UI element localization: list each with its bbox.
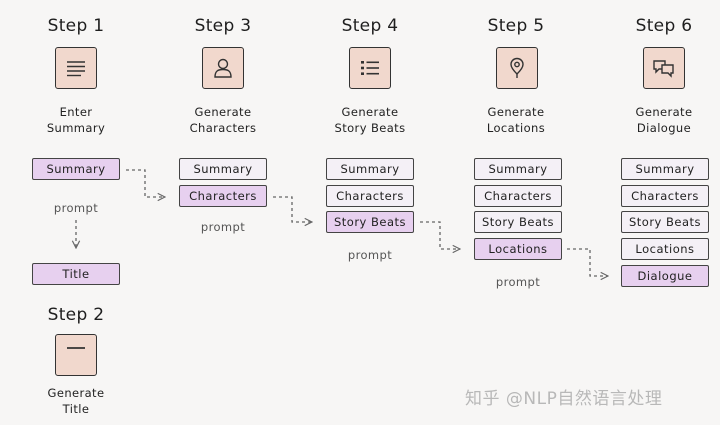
step-2-title-box: Title — [32, 263, 120, 285]
step-3-prompt-label: prompt — [200, 220, 246, 234]
chat-bubbles-icon — [643, 47, 685, 89]
step-3-caption-line-2: Characters — [189, 121, 257, 135]
step-2-caption-line-1: Generate — [47, 386, 105, 400]
step-6-story-beats-box: Story Beats — [621, 211, 709, 233]
step-1-summary-box: Summary — [32, 158, 120, 180]
step-4-prompt-label: prompt — [347, 248, 393, 262]
step-3-characters-box: Characters — [179, 185, 267, 207]
person-icon — [202, 47, 244, 89]
step-1-title: Step 1 — [47, 16, 105, 36]
step-4-summary-box: Summary — [326, 158, 414, 180]
step-5-summary-box: Summary — [474, 158, 562, 180]
step-2-caption-line-2: Title — [62, 402, 90, 416]
step-4-caption-line-1: Generate — [341, 105, 399, 119]
step-5-caption-line-2: Locations — [486, 121, 546, 135]
step-3-summary-box: Summary — [179, 158, 267, 180]
arrow-summary-to-characters — [126, 169, 165, 197]
step-3-caption-line-1: Generate — [194, 105, 252, 119]
step-3-title: Step 3 — [194, 16, 252, 36]
step-5-characters-box: Characters — [474, 185, 562, 207]
step-6-characters-box: Characters — [621, 185, 709, 207]
step-5-prompt-label: prompt — [495, 275, 541, 289]
title-bar-icon — [55, 334, 97, 376]
location-pin-icon — [496, 47, 538, 89]
step-4-title: Step 4 — [341, 16, 399, 36]
step-1-caption-line-2: Summary — [46, 121, 106, 135]
arrow-characters-to-story-beats — [273, 196, 312, 222]
step-6-summary-box: Summary — [621, 158, 709, 180]
arrow-locations-to-dialogue — [567, 248, 608, 276]
arrow-story-beats-to-locations — [420, 221, 460, 249]
step-6-title: Step 6 — [635, 16, 693, 36]
list-icon — [349, 47, 391, 89]
step-5-caption-line-1: Generate — [487, 105, 545, 119]
step-6-caption-line-1: Generate — [635, 105, 693, 119]
step-5-title: Step 5 — [487, 16, 545, 36]
step-5-story-beats-box: Story Beats — [474, 211, 562, 233]
step-4-caption-line-2: Story Beats — [334, 121, 406, 135]
watermark: 知乎 @NLP自然语言处理 — [465, 389, 663, 409]
step-6-caption-line-2: Dialogue — [636, 121, 692, 135]
step-1-prompt-label: prompt — [53, 201, 99, 215]
step-6-dialogue-box: Dialogue — [621, 265, 709, 287]
step-4-characters-box: Characters — [326, 185, 414, 207]
step-4-story-beats-box: Story Beats — [326, 211, 414, 233]
step-1-caption-line-1: Enter — [59, 105, 93, 119]
step-6-locations-box: Locations — [621, 238, 709, 260]
document-lines-icon — [55, 47, 97, 89]
step-2-title: Step 2 — [47, 305, 105, 325]
step-5-locations-box: Locations — [474, 238, 562, 260]
